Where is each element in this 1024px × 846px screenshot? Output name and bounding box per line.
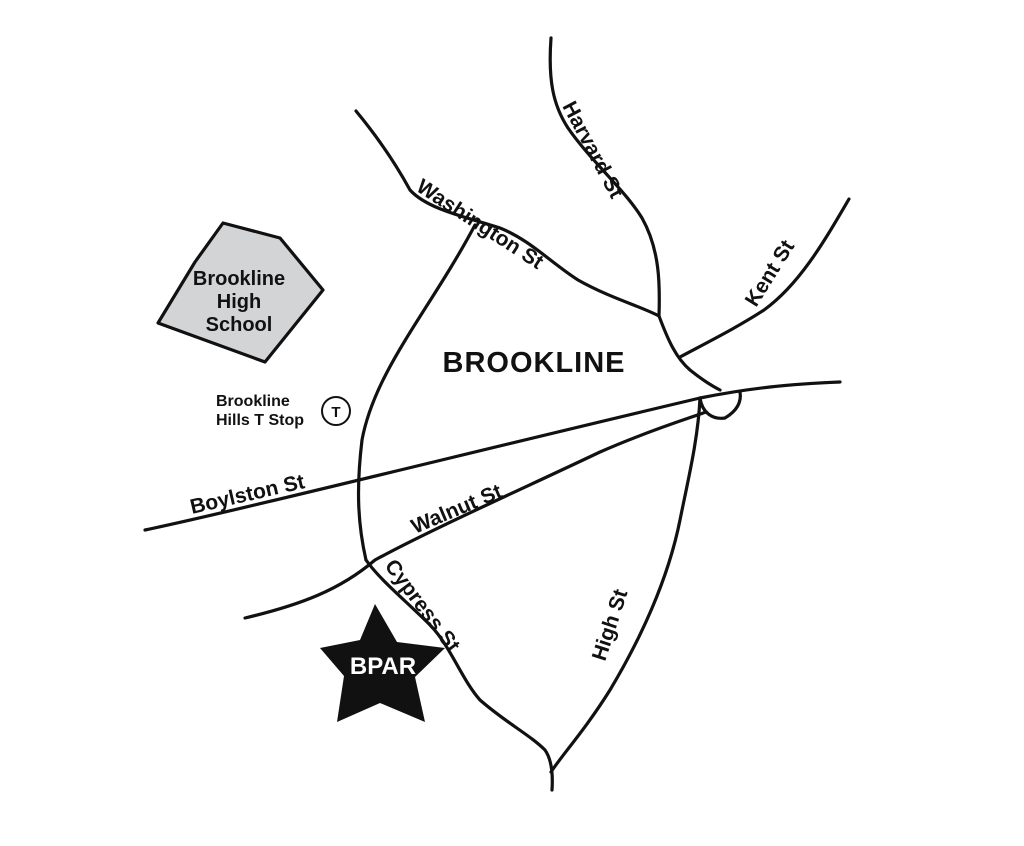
t-stop-label-line2: Hills T Stop — [216, 412, 304, 429]
harvard-st-road — [548, 36, 661, 318]
school-label-line2: High — [217, 291, 261, 313]
street-label-high: High St — [588, 587, 633, 664]
west-loop-road — [356, 223, 477, 562]
bpar-label: BPAR — [350, 653, 416, 680]
boylston-st-road — [143, 380, 842, 532]
street-label-walnut: Walnut St — [408, 480, 505, 539]
connector-loop-road — [698, 390, 742, 420]
street-label-harvard: Harvard St — [558, 98, 628, 203]
cypress-st-road — [364, 558, 554, 792]
t-stop-icon[interactable] — [321, 396, 351, 426]
bpar-star-icon[interactable] — [320, 604, 445, 722]
t-stop-symbol: T — [331, 404, 340, 421]
school-label-line1: Brookline — [193, 268, 285, 290]
walnut-st-road — [243, 410, 708, 620]
brookline-high-school-area[interactable] — [156, 221, 325, 364]
street-label-kent: Kent St — [741, 236, 799, 311]
area-label-brookline: BROOKLINE — [443, 347, 626, 379]
t-stop-label-line1: Brookline — [216, 393, 290, 410]
school-label-line3: School — [206, 314, 273, 336]
high-st-road — [549, 396, 702, 774]
kent-st-road — [678, 197, 851, 359]
washington-st-road — [354, 109, 722, 392]
street-label-washington: Washington St — [412, 175, 547, 274]
street-label-boylston: Boylston St — [188, 470, 307, 519]
